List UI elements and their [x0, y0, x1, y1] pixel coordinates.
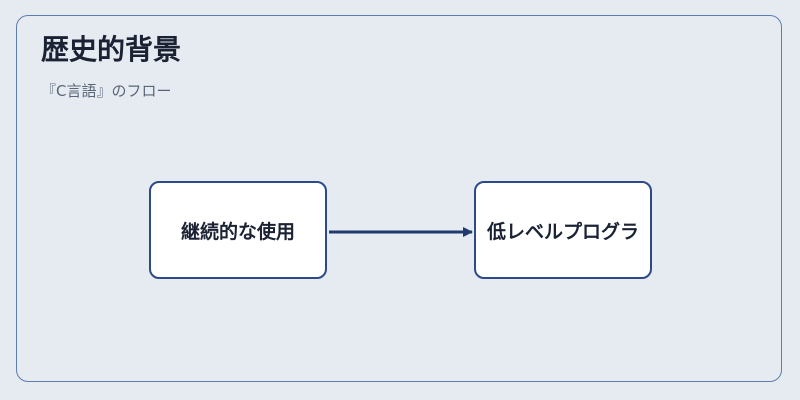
flow-node-low-level-programming: 低レベルプログラ [474, 181, 652, 279]
diagram-title: 歴史的背景 [41, 33, 182, 66]
flow-node-label: 低レベルプログラ [486, 220, 639, 243]
flow-arrow-layer [329, 227, 473, 237]
flow-node-continuous-use: 継続的な使用 [149, 181, 327, 279]
diagram-subtitle: 『C言語』のフロー [41, 82, 172, 100]
diagram-panel: 歴史的背景 『C言語』のフロー 継続的な使用 低レベルプログラ [16, 15, 782, 382]
flow-node-label: 継続的な使用 [180, 220, 295, 243]
